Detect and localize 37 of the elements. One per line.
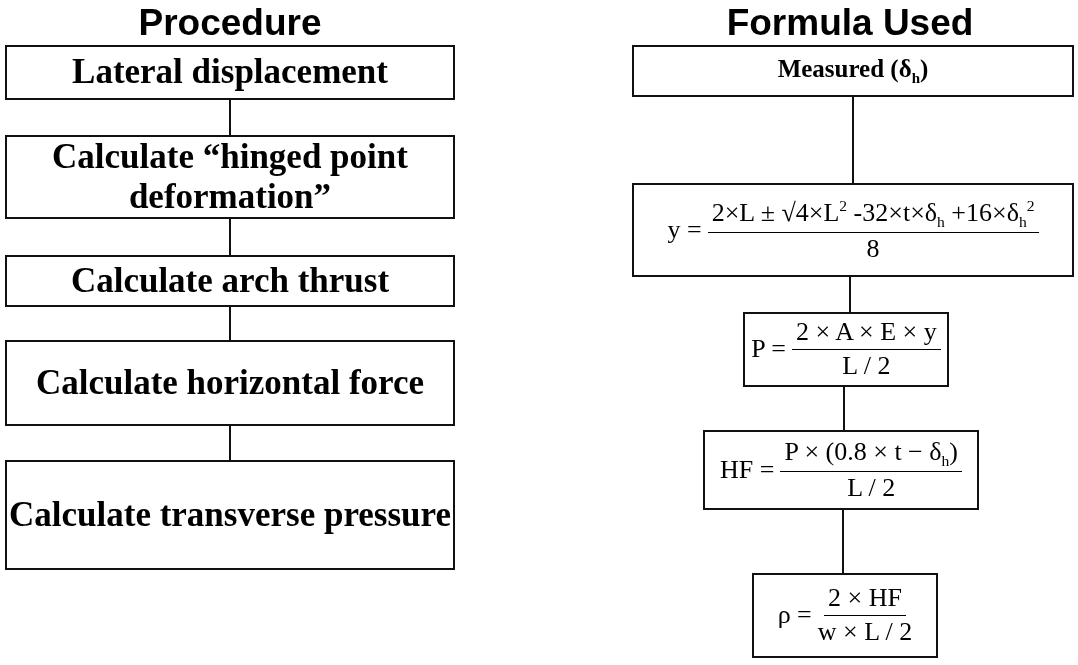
step-text: Lateral displacement [72, 52, 388, 93]
step-text: Calculate “hinged point deformation” [51, 136, 409, 218]
formula-lhs: HF = [720, 455, 775, 485]
formula-denominator: L / 2 [847, 471, 896, 503]
formula-box [703, 430, 979, 510]
connector-line [229, 218, 231, 256]
process-box [5, 460, 455, 570]
formula-denominator: 8 [866, 232, 880, 264]
formula-lhs: ρ = [777, 601, 812, 630]
step-text: Measured (δ$_{h}$) [777, 54, 929, 88]
process-box [632, 45, 1074, 97]
formula-box [752, 573, 938, 658]
formula-box [743, 312, 949, 387]
step-text: Calculate arch thrust [70, 260, 390, 302]
step-text: Calculate transverse pressure [9, 494, 451, 536]
connector-line [849, 276, 851, 313]
connector-line [852, 96, 854, 184]
connector-line [229, 99, 231, 136]
connector-line [843, 386, 845, 431]
connector-line [229, 306, 231, 341]
formula-numerator: 2 × HF [824, 584, 906, 616]
process-box [5, 340, 455, 426]
formula-numerator: 2 × A × E × y [791, 318, 941, 350]
formula-box [632, 183, 1074, 277]
formula-lhs: y = [667, 215, 702, 245]
column-heading: Formula Used [726, 2, 974, 44]
process-box [5, 45, 455, 100]
formula-numerator: P × (0.8 × t − δ$_{h}$) [780, 437, 962, 472]
formula-denominator: w × L / 2 [817, 616, 913, 647]
process-box [5, 135, 455, 219]
formula-denominator: L / 2 [842, 350, 891, 381]
connector-line [229, 425, 231, 461]
formula-lhs: P = [751, 335, 786, 364]
step-text: Calculate horizontal force [35, 362, 425, 404]
process-box [5, 255, 455, 307]
column-heading: Procedure [138, 2, 322, 44]
connector-line [842, 509, 844, 574]
